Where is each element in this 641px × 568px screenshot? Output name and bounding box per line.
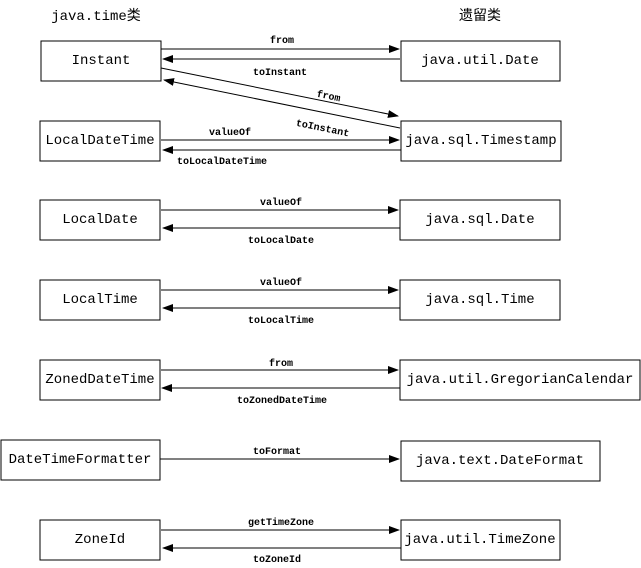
- edge-date-from-label: from: [270, 35, 294, 47]
- edge-sql-date-value-of-label: valueOf: [260, 197, 302, 209]
- edge-timestamp-to-instant-arrow: [163, 78, 401, 129]
- node-date-time-formatter-box: [0, 439, 161, 481]
- edge-zone-get-time-zone-label: getTimeZone: [248, 517, 314, 529]
- node-local-time-label: LocalTime: [62, 292, 138, 308]
- node-zone-id-box: [39, 519, 161, 561]
- node-time-zone-label: java.util.TimeZone: [404, 532, 555, 548]
- node-zoned-date-time-box: [39, 359, 161, 401]
- node-java-util-date-label: java.util.Date: [421, 53, 539, 69]
- edge-calendar-to-zoned-date-time-label: toZonedDateTime: [237, 395, 327, 407]
- node-instant-label: Instant: [72, 53, 131, 69]
- edge-sql-time-to-local-time-label: toLocalTime: [248, 315, 314, 327]
- column-header-legacy: 遗留类: [459, 8, 501, 25]
- node-java-sql-timestamp-label: java.sql.Timestamp: [405, 133, 556, 149]
- node-local-date-time-label: LocalDateTime: [45, 133, 154, 149]
- edge-timestamp-from-label: from: [315, 89, 341, 106]
- node-date-format-box: [400, 440, 601, 482]
- edge-timestamp-to-instant-label: toInstant: [295, 119, 350, 141]
- node-local-date-box: [39, 199, 161, 241]
- edge-timestamp-from-arrow: [160, 67, 399, 118]
- node-zone-id-label: ZoneId: [75, 532, 125, 548]
- edge-timestamp-value-of-label: valueOf: [209, 127, 251, 139]
- node-local-date-label: LocalDate: [62, 212, 138, 228]
- node-local-time-box: [39, 279, 161, 321]
- node-java-sql-date-box: [399, 199, 561, 241]
- edge-zone-to-zone-id-label: toZoneId: [253, 554, 301, 566]
- edge-sql-time-value-of-label: valueOf: [260, 277, 302, 289]
- node-java-sql-timestamp-box: [400, 120, 562, 162]
- node-date-time-formatter-label: DateTimeFormatter: [9, 452, 152, 468]
- edge-format-to-format-label: toFormat: [253, 447, 301, 458]
- edge-date-to-instant-label: toInstant: [253, 68, 307, 79]
- node-time-zone-box: [400, 519, 561, 561]
- edge-sql-date-to-local-date-label: toLocalDate: [248, 235, 314, 247]
- column-header-java-time: java.time类: [51, 8, 141, 25]
- node-date-format-label: java.text.DateFormat: [416, 453, 584, 469]
- edge-timestamp-to-local-date-time-label: toLocalDateTime: [177, 156, 267, 168]
- node-instant-box: [40, 40, 162, 82]
- node-local-date-time-box: [39, 120, 161, 162]
- node-java-util-date-box: [400, 40, 561, 82]
- node-java-sql-date-label: java.sql.Date: [425, 212, 534, 228]
- edge-calendar-from-label: from: [269, 358, 293, 370]
- node-java-sql-time-label: java.sql.Time: [425, 292, 534, 308]
- node-zoned-date-time-label: ZonedDateTime: [45, 372, 154, 388]
- node-java-sql-time-box: [399, 279, 561, 321]
- node-gregorian-calendar-label: java.util.GregorianCalendar: [407, 372, 634, 388]
- node-gregorian-calendar-box: [399, 359, 641, 401]
